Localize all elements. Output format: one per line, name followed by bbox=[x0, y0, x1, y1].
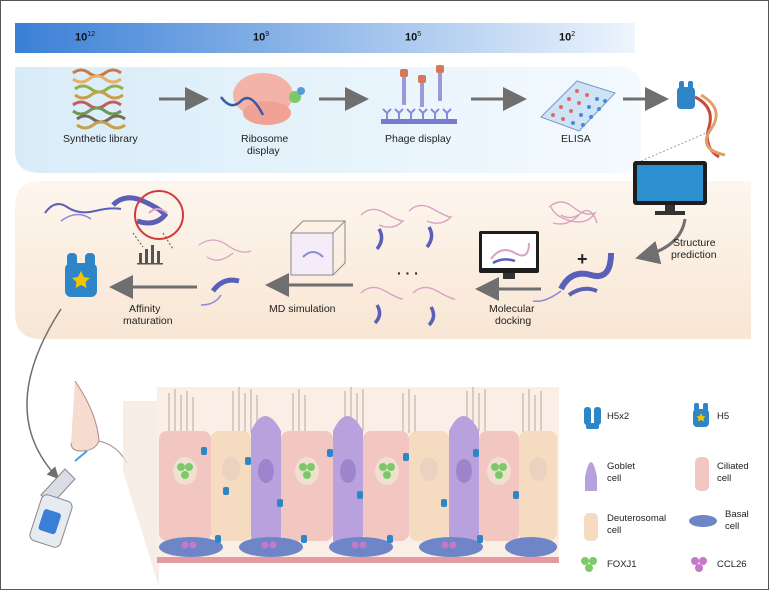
md-result-structure bbox=[198, 239, 252, 306]
docking-monitor-icon bbox=[479, 231, 539, 279]
label-molecular-docking-2: docking bbox=[495, 315, 532, 327]
label-ribosome-display-1: Ribosome bbox=[241, 133, 289, 145]
affinity-bar-chart bbox=[132, 232, 174, 265]
docked-poses bbox=[360, 204, 456, 327]
basal-cells bbox=[159, 537, 557, 557]
label-structure-prediction-1: Structure bbox=[673, 237, 716, 249]
scale-label-2: 109 bbox=[253, 31, 270, 44]
scale-label-3: 105 bbox=[405, 31, 422, 44]
elisa-plate-icon bbox=[540, 80, 616, 132]
zoom-wedge bbox=[123, 401, 159, 587]
ciliated-cell bbox=[363, 431, 409, 541]
h5x2-icon bbox=[584, 407, 601, 429]
h5-antibody-icon-top bbox=[677, 81, 695, 109]
md-simulation-box bbox=[290, 220, 347, 276]
ciliated-cell bbox=[479, 431, 519, 541]
h5-icon bbox=[693, 403, 709, 427]
label-phage-display: Phage display bbox=[385, 133, 451, 145]
legend-deuterosomal-2: cell bbox=[607, 525, 622, 536]
basal-cell-icon bbox=[689, 515, 717, 527]
deuterosomal-cell bbox=[519, 431, 557, 541]
ciliated-cell-icon bbox=[695, 457, 709, 491]
screening-band bbox=[15, 67, 641, 173]
computer-monitor-icon bbox=[633, 161, 707, 215]
dna-library-icon bbox=[72, 68, 126, 130]
mid-flow-arrows bbox=[109, 273, 541, 301]
goblet-cell-icon bbox=[585, 462, 597, 491]
antibody-structure bbox=[532, 252, 614, 303]
legend-goblet-1: Goblet bbox=[607, 461, 635, 472]
ciliated-cell bbox=[159, 431, 211, 541]
label-synthetic-library: Synthetic library bbox=[63, 133, 138, 145]
scale-label-1: 1012 bbox=[75, 31, 96, 44]
deuterosomal-cell bbox=[409, 431, 449, 541]
legend-ciliated-2: cell bbox=[717, 473, 732, 484]
legend-h5x2: H5x2 bbox=[607, 411, 630, 422]
foxj1-nuclei bbox=[173, 457, 511, 485]
matured-complex-structure bbox=[44, 190, 184, 240]
label-ribosome-display-2: display bbox=[247, 145, 280, 157]
nasal-spray-bottle bbox=[29, 450, 88, 548]
label-affinity-maturation-2: maturation bbox=[123, 315, 173, 327]
deuterosomal-cell-icon bbox=[584, 513, 598, 541]
label-elisa: ELISA bbox=[561, 133, 591, 145]
ccl26-icon bbox=[691, 557, 707, 572]
label-structure-prediction-2: prediction bbox=[671, 249, 717, 261]
bound-antibodies bbox=[201, 447, 519, 543]
legend-ccl26: CCL26 bbox=[717, 559, 747, 570]
cilia bbox=[168, 387, 542, 433]
delivery-arrow bbox=[26, 308, 62, 480]
ribosome-icon bbox=[219, 73, 305, 125]
target-protein-structure bbox=[548, 201, 598, 225]
phage-display-icon bbox=[381, 65, 457, 124]
legend-goblet-2: cell bbox=[607, 473, 622, 484]
ellipsis: · · · bbox=[397, 265, 419, 281]
library-size-scale-bar bbox=[15, 23, 635, 53]
label-md-simulation: MD simulation bbox=[269, 303, 336, 315]
prediction-arrow bbox=[635, 218, 687, 265]
legend-basal-1: Basal bbox=[725, 509, 749, 520]
legend-ciliated-1: Ciliated bbox=[717, 461, 749, 472]
nose-profile bbox=[70, 380, 128, 464]
legend-h5: H5 bbox=[717, 411, 730, 422]
deuterosomal-cell bbox=[211, 431, 251, 541]
legend-basal-2: cell bbox=[725, 521, 740, 532]
label-affinity-maturation-1: Affinity bbox=[129, 303, 161, 315]
foxj1-icon bbox=[581, 557, 597, 572]
legend-deuterosomal-1: Deuterosomal bbox=[607, 513, 667, 524]
other-nuclei bbox=[222, 457, 547, 483]
matured-h5-antibody-icon bbox=[65, 253, 97, 297]
epithelium-panel bbox=[157, 387, 559, 563]
dna-sequence-icon bbox=[640, 93, 726, 162]
legend-icons bbox=[581, 403, 717, 572]
basement-membrane bbox=[157, 557, 559, 563]
label-molecular-docking-1: Molecular bbox=[489, 303, 535, 315]
scale-label-4: 102 bbox=[559, 31, 576, 44]
legend-foxj1: FOXJ1 bbox=[607, 559, 637, 570]
plus-sign: + bbox=[577, 249, 588, 269]
ciliated-cell bbox=[281, 431, 333, 541]
